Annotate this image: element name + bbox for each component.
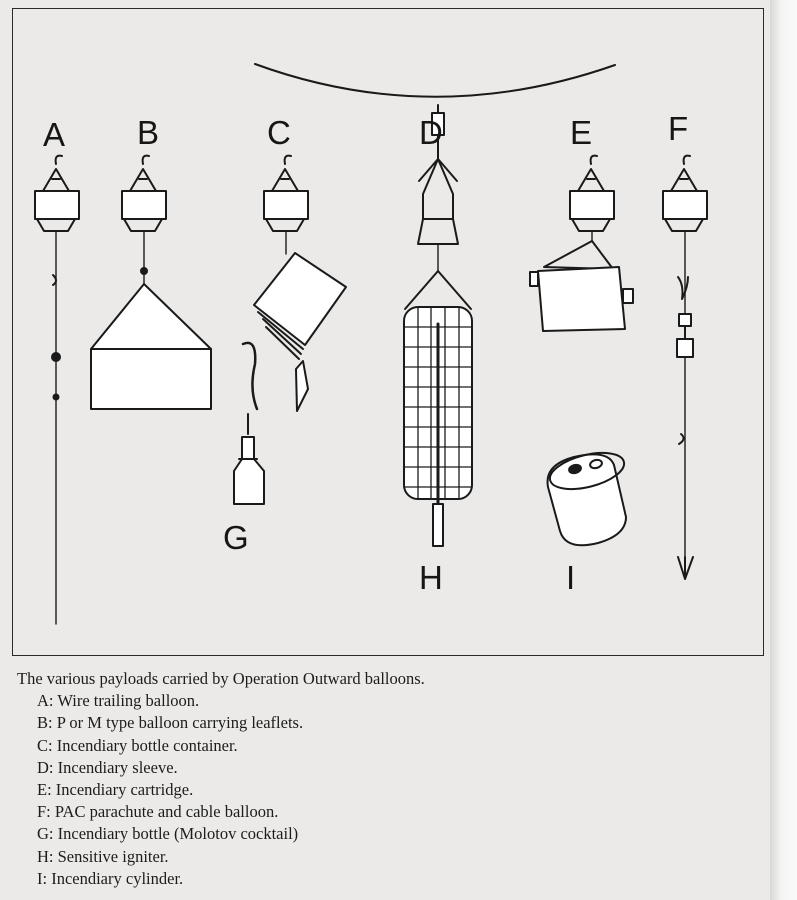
payload-i-incendiary-cylinder — [546, 451, 627, 547]
page-gutter-shadow — [770, 0, 797, 900]
payload-h-sensitive-igniter — [432, 503, 444, 547]
balloon-envelope-arc — [254, 63, 616, 98]
payload-d-incendiary-sleeve — [403, 158, 473, 506]
figure-caption: The various payloads carried by Operatio… — [17, 668, 757, 890]
label-f: F — [668, 110, 688, 147]
label-g: G — [223, 519, 249, 556]
payload-c-incendiary-bottle-container — [241, 154, 347, 435]
caption-item-e: E: Incendiary cartridge. — [37, 780, 194, 800]
label-h: H — [419, 559, 443, 596]
caption-list: A: Wire trailing balloon. B: P or M type… — [17, 690, 757, 890]
payload-f-parachute-cable — [662, 154, 708, 580]
label-a: A — [43, 116, 65, 153]
caption-item-d: D: Incendiary sleeve. — [37, 757, 178, 777]
caption-item-i: I: Incendiary cylinder. — [37, 868, 184, 888]
label-d: D — [419, 114, 443, 151]
label-i: I — [566, 559, 575, 596]
payload-g-incendiary-bottle — [233, 436, 265, 505]
label-c: C — [267, 114, 291, 151]
caption-item-h: H: Sensitive igniter. — [37, 846, 169, 866]
caption-item-f: F: PAC parachute and cable balloon. — [37, 802, 279, 822]
payload-illustration: A B C D E F G H I — [34, 63, 708, 625]
payload-b-leaflet-carrier — [90, 154, 212, 410]
caption-item-g: G: Incendiary bottle (Molotov cocktail) — [37, 824, 299, 844]
caption-item-c: C: Incendiary bottle container. — [37, 735, 238, 755]
payload-illustration-frame: A B C D E F G H I — [12, 8, 764, 656]
caption-item-b: B: P or M type balloon carrying leaflets… — [37, 713, 304, 733]
payload-e-incendiary-cartridge — [529, 154, 634, 332]
payload-a-wire-trailing — [34, 154, 80, 625]
caption-title: The various payloads carried by Operatio… — [17, 669, 425, 688]
label-e: E — [570, 114, 592, 151]
label-b: B — [137, 114, 159, 151]
caption-item-a: A: Wire trailing balloon. — [37, 691, 200, 711]
